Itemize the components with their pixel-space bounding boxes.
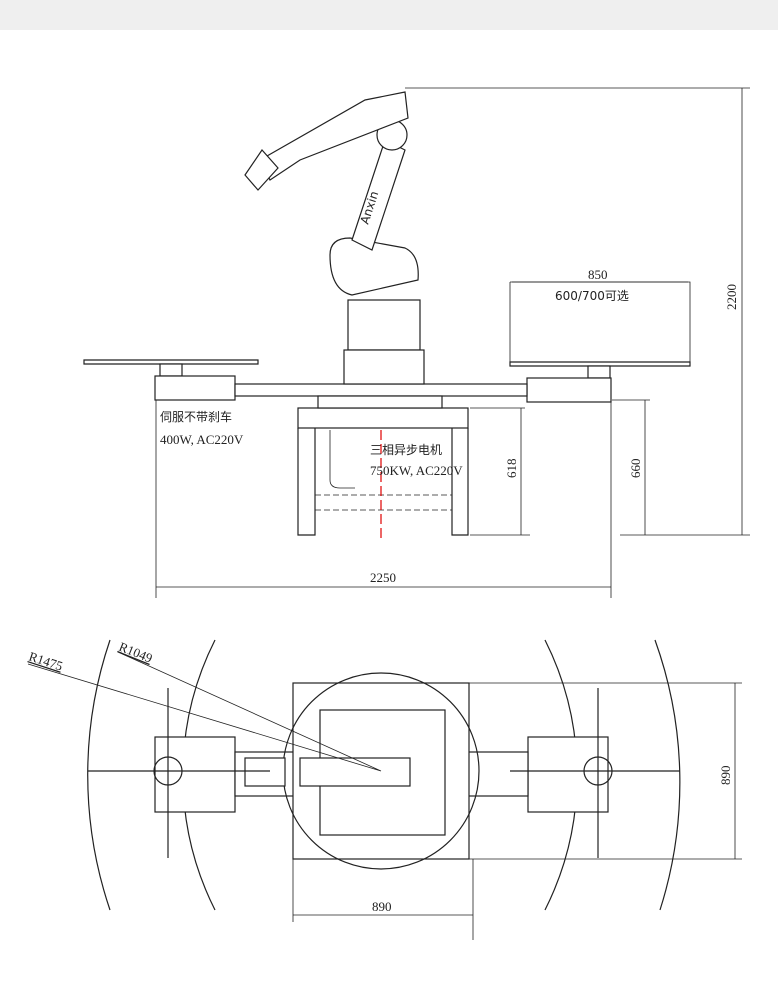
motor-label: 三相异步电机 [370,443,442,457]
right-table-post [587,365,611,379]
reach-arc-left [87,639,111,911]
radius-inner: R1049 [117,639,155,666]
dim-base-height: 618 [504,459,519,479]
dim-total-width: 2250 [370,570,396,585]
rotary-arm [234,383,528,397]
robot-base [347,299,421,351]
dim-table-width: 850 [588,267,608,282]
right-servo-box [526,377,612,403]
base-legs [297,428,469,536]
left-station [154,736,236,813]
motor-outline [329,430,355,489]
base-top [297,407,469,429]
robot-wrist [244,149,279,191]
dim-table-height: 660 [628,459,643,479]
top-view: R1475 R1049 890 890 [27,639,742,940]
top-bar [0,0,778,30]
table-note: 600/700可选 [555,289,629,303]
robot-shoulder [329,237,419,296]
right-station [527,736,609,813]
robot-arm-top [299,757,411,787]
motor-spec: 750KW, AC220V [370,463,463,478]
robot-forearm [259,91,409,181]
left-table [83,359,259,365]
side-view: Anxin 2200 850 600/700可选 618 660 2250 伺服… [83,87,750,598]
dim-height: 2200 [724,284,739,310]
servo-label: 伺服不带刹车 [160,409,232,424]
left-table-post [159,363,183,377]
robot-upper-arm [351,139,406,251]
right-table-top [509,361,691,367]
base-hidden-lines [315,494,452,511]
servo-spec: 400W, AC220V [160,432,244,447]
robot-tool-top [244,757,286,787]
left-servo-box [154,375,236,401]
dim-depth: 890 [718,766,733,786]
robot-pedestal [343,349,425,385]
dim-width: 890 [372,899,392,914]
robot-mount [317,395,443,409]
reach-arc-right-outer [654,639,681,911]
